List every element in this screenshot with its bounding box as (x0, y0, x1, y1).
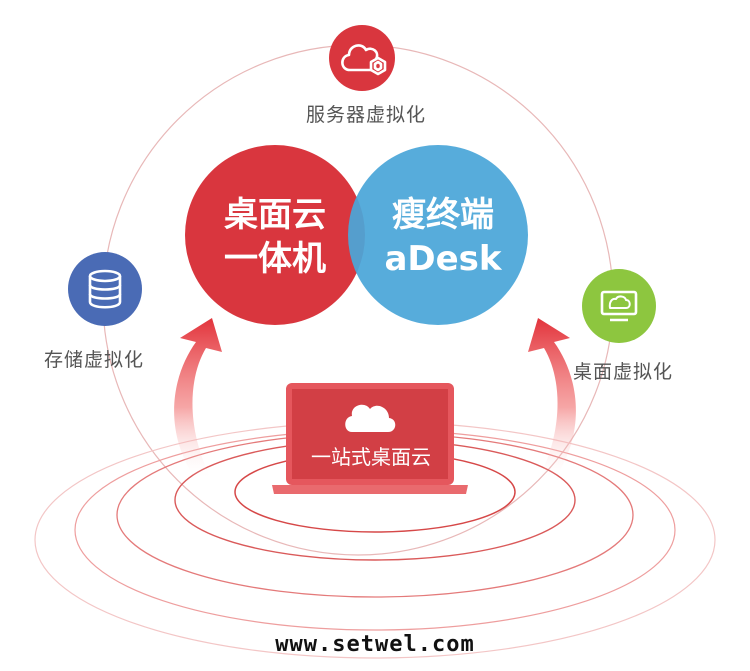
storage-virtualization-label: 存储虚拟化 (44, 349, 145, 371)
right-arrow (528, 318, 576, 480)
server-node-circle (329, 25, 395, 91)
left-circle-text: 桌面云 一体机 (205, 193, 345, 281)
laptop-label: 一站式桌面云 (311, 445, 431, 469)
desktop-node-circle (582, 269, 656, 343)
monitor-cloud-icon (600, 290, 638, 322)
watermark: www.setwel.com (275, 632, 475, 657)
database-icon (88, 269, 122, 309)
left-circle-line1: 桌面云 (224, 195, 326, 235)
cloud-hexagon-icon (341, 44, 387, 76)
left-circle-line2: 一体机 (224, 239, 326, 279)
laptop-screen (292, 389, 448, 479)
laptop (272, 383, 468, 494)
left-arrow (174, 318, 222, 480)
desktop-virtualization-label: 桌面虚拟化 (573, 361, 674, 383)
right-circle-line2: aDesk (384, 239, 502, 279)
server-virtualization-label: 服务器虚拟化 (306, 104, 427, 126)
right-circle-text: 瘦终端 aDesk (368, 193, 518, 281)
laptop-base (272, 485, 468, 494)
right-circle-line1: 瘦终端 (392, 195, 494, 235)
right-center-circle (348, 145, 528, 325)
left-center-circle (185, 145, 365, 325)
cloud-icon (345, 404, 396, 432)
